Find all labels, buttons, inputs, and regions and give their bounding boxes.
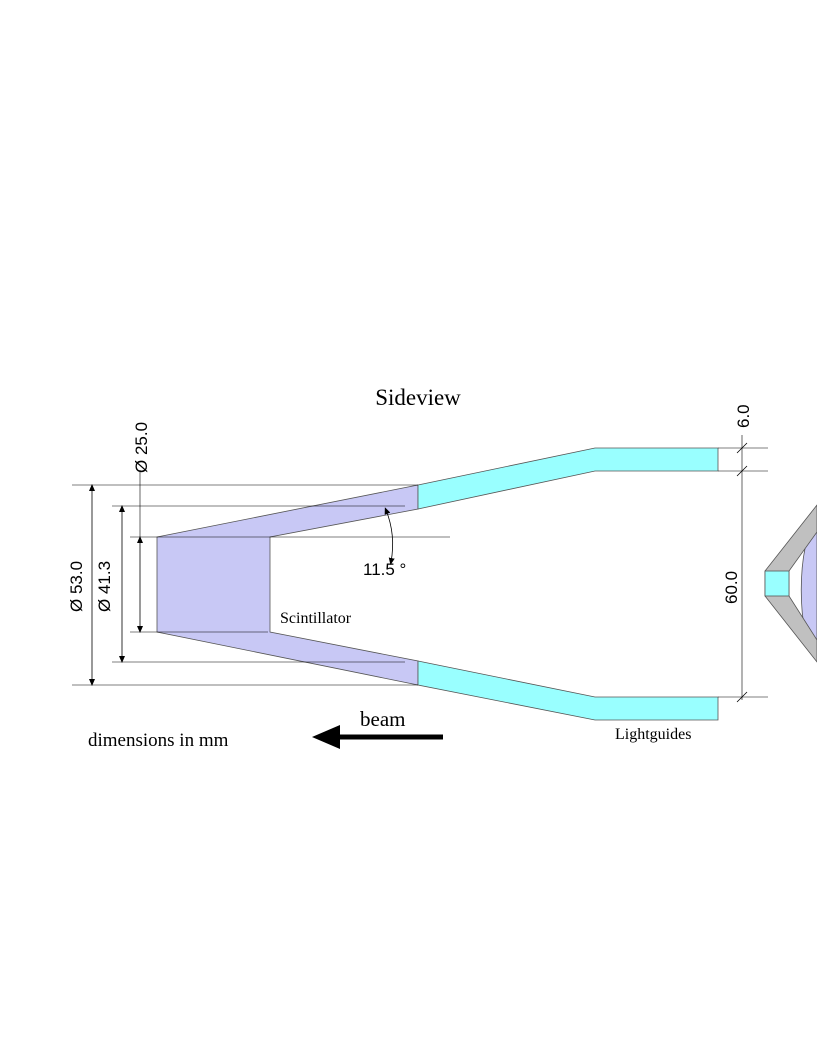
dimension-arrows bbox=[89, 435, 748, 703]
scintillator-body bbox=[156, 484, 419, 686]
lightguide-lower bbox=[417, 660, 719, 721]
lightguides-label: Lightguides bbox=[615, 726, 691, 743]
beam-label: beam bbox=[360, 707, 405, 731]
lightguide-gap-label: 60.0 bbox=[722, 571, 741, 604]
outer-diameter-label: Ø 53.0 bbox=[67, 561, 86, 612]
scintillator-label: Scintillator bbox=[280, 610, 352, 627]
middle-diameter-label: Ø 41.3 bbox=[95, 561, 114, 612]
frontview-partial bbox=[764, 504, 817, 663]
extension-lines bbox=[72, 447, 768, 698]
angle-label: 11.5 ° bbox=[363, 560, 406, 579]
frontview-lightguide-end bbox=[764, 570, 790, 597]
lightguide-upper bbox=[417, 447, 719, 510]
inner-diameter-label: Ø 25.0 bbox=[132, 422, 151, 473]
units-note: dimensions in mm bbox=[88, 730, 229, 751]
diagram-title: Sideview bbox=[375, 385, 461, 410]
beam-arrow-icon bbox=[312, 725, 443, 749]
lightguide-thickness-label: 6.0 bbox=[734, 404, 753, 428]
